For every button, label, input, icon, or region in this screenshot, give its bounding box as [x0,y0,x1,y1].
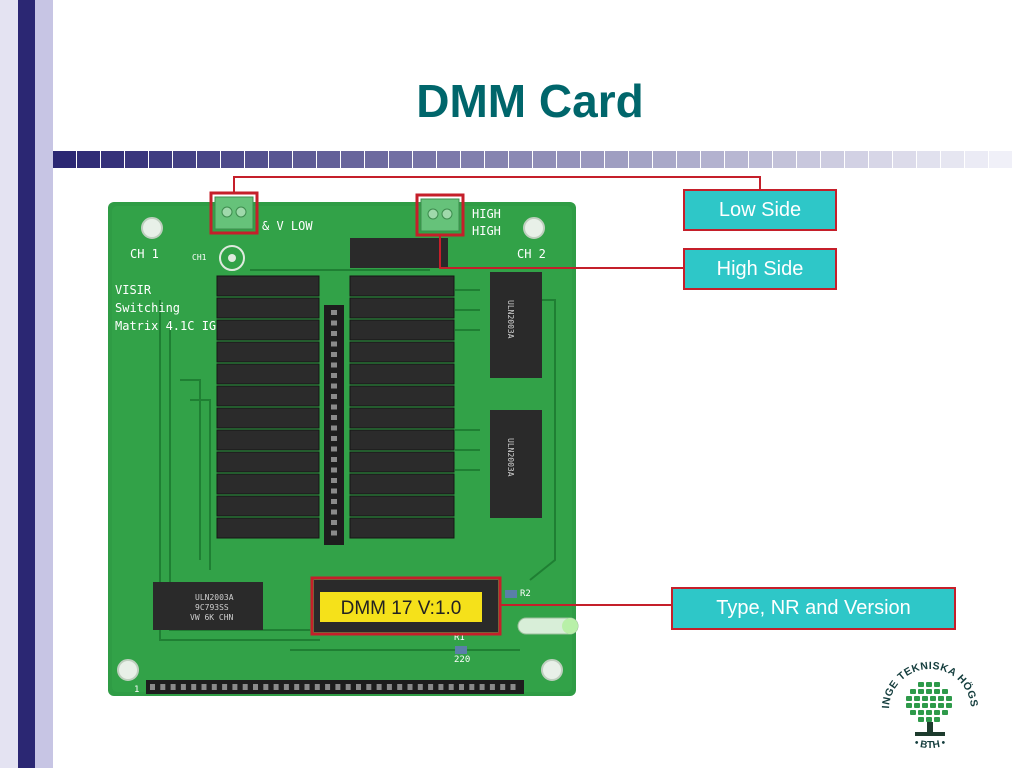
label-ch1-small: CH1 [192,253,207,262]
label-r1-value: 220 [454,655,470,665]
logo-tree-icon [906,682,952,722]
relay-bank-left [216,275,320,539]
mounting-hole [541,659,563,681]
chip1-text-2: 9C793SS [195,603,229,612]
id-sticker [320,592,482,622]
callout-leaders [233,176,761,606]
low-side-terminal [214,196,254,230]
bth-logo: BLEKINGE TEKNISKA HÖGSKOLA • BTH • [875,652,979,751]
label-high-2: HIGH [472,224,501,238]
id-sticker-text: DMM 17 V:1.0 [341,598,462,619]
label-visir-1: VISIR [115,283,152,297]
mounting-hole [141,217,163,239]
logo-text-bottom: • BTH • [913,737,948,751]
ic-chip [153,582,263,630]
pin-header-bottom [146,680,524,694]
high-side-callout: High Side [683,248,837,290]
chip3-text: ULN2003A [506,438,515,477]
slide-title: DMM Card [416,75,644,127]
mounting-hole [523,217,545,239]
low-side-callout: Low Side [683,189,837,231]
ic-chip [490,272,542,378]
pin-header-vertical [324,305,344,545]
pcb-traces [159,269,556,651]
label-visir-3: Matrix 4.1C IG [115,319,216,333]
relay-bank-right [349,275,455,539]
relay-top [350,238,448,268]
mounting-hole [117,659,139,681]
type-nr-version-callout: Type, NR and Version [671,587,956,630]
label-pin-one: 1 [134,685,139,695]
label-r1: R1 [454,633,465,643]
label-visir-2: Switching [115,301,180,315]
chip2-text: ULN2003A [506,300,515,339]
label-high-1: HIGH [472,207,501,221]
chip1-text-1: ULN2003A [195,593,234,602]
high-side-terminal [420,198,460,232]
chip1-text-3: VW 6K CHN [190,613,234,622]
label-v-low: & V LOW [262,219,313,233]
ic-chip [490,410,542,518]
label-ch1: CH 1 [130,247,159,261]
svg-text:• BTH •: • BTH • [913,737,948,751]
label-ch2: CH 2 [517,247,546,261]
label-r2: R2 [520,589,531,599]
